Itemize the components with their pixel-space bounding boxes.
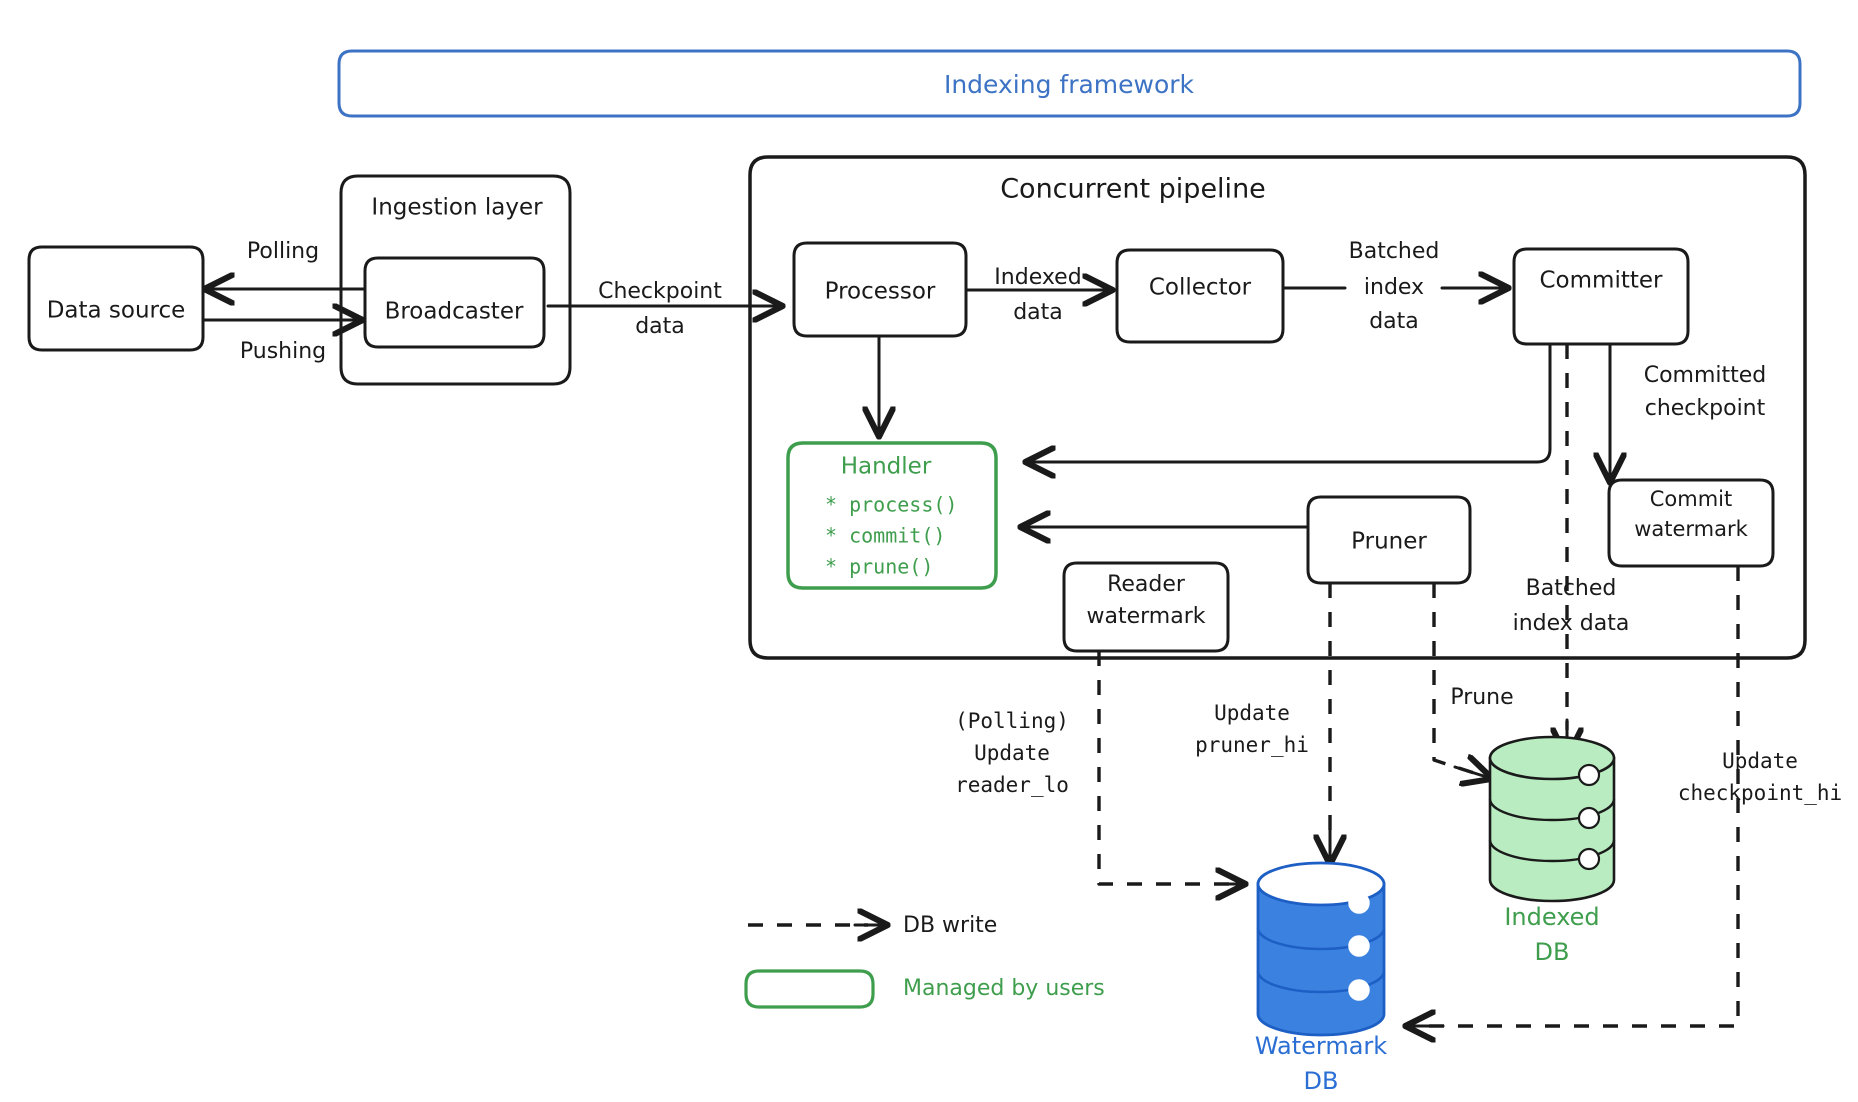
handler-title: Handler: [841, 454, 932, 480]
broadcaster-box[interactable]: Broadcaster: [363, 256, 546, 349]
handler-method-prune: * prune(): [825, 555, 933, 579]
indexed-db-label-1: Indexed: [1504, 903, 1599, 931]
edge-committer-to-handler: [1028, 342, 1552, 462]
edge-label-checkpoint-2: data: [635, 314, 685, 339]
edge-label-polling: Polling: [247, 239, 319, 264]
concurrent-pipeline-box: Concurrent pipeline: [748, 155, 1807, 660]
indexed-db-cylinder[interactable]: Indexed DB: [1488, 735, 1616, 966]
edge-committer-to-indexed-db: Batched index data: [1513, 344, 1630, 755]
edge-label-committed-2: checkpoint: [1645, 396, 1766, 421]
edge-label-pushing: Pushing: [240, 339, 326, 364]
edge-label-polling-update-3: reader_lo: [955, 773, 1069, 797]
edge-reader-watermark-to-db: (Polling) Update reader_lo: [955, 651, 1243, 884]
edge-label-prune: Prune: [1450, 685, 1513, 710]
edge-label-checkpoint-1: Checkpoint: [598, 279, 722, 304]
edge-pushing: Pushing: [201, 320, 360, 364]
edge-label-update-pruner-1: Update: [1214, 701, 1290, 725]
legend-managed-label: Managed by users: [903, 976, 1105, 1001]
edge-pruner-to-watermark-db: Update pruner_hi: [1195, 583, 1330, 862]
pruner-label: Pruner: [1351, 529, 1427, 555]
handler-method-commit: * commit(): [825, 524, 945, 548]
edge-label-indexed-1: Indexed: [994, 265, 1081, 290]
indexing-framework-box: Indexing framework: [337, 49, 1802, 118]
watermark-db-label-1: Watermark: [1255, 1032, 1387, 1060]
legend: DB write Managed by users: [744, 913, 1105, 1009]
indexed-db-label-2: DB: [1535, 938, 1570, 966]
edge-label-batched-1: Batched: [1349, 239, 1440, 264]
broadcaster-label: Broadcaster: [385, 299, 524, 325]
edge-polling: Polling: [207, 239, 367, 289]
watermark-db-cylinder[interactable]: Watermark DB: [1255, 861, 1387, 1095]
commit-watermark-label-2: watermark: [1634, 517, 1748, 541]
edge-label-update-checkpoint-2: checkpoint_hi: [1678, 781, 1842, 805]
edge-label-polling-update-2: Update: [974, 741, 1050, 765]
watermark-db-label-2: DB: [1304, 1067, 1339, 1095]
edge-checkpoint-data: Checkpoint data: [546, 279, 780, 339]
edge-committed-checkpoint: Committed checkpoint: [1610, 342, 1767, 480]
handler-box[interactable]: Handler * process() * commit() * prune(): [786, 441, 998, 590]
edge-label-indexed-2: data: [1013, 300, 1063, 325]
edge-label-batched2-1: Batched: [1526, 576, 1617, 601]
framework-title: Indexing framework: [944, 70, 1195, 99]
edge-batched-index-data: Batched index data: [1281, 239, 1506, 334]
ingestion-layer-box: Ingestion layer: [339, 174, 572, 386]
edge-label-committed-1: Committed: [1644, 363, 1767, 388]
edge-label-polling-update-1: (Polling): [955, 709, 1069, 733]
committer-box[interactable]: Committer: [1512, 247, 1690, 346]
edge-prune-to-indexed-db: Prune: [1432, 583, 1514, 778]
reader-watermark-box[interactable]: Reader watermark: [1062, 561, 1230, 653]
legend-db-write-label: DB write: [903, 913, 997, 938]
reader-watermark-label-1: Reader: [1107, 572, 1186, 597]
pruner-box[interactable]: Pruner: [1306, 495, 1472, 585]
edge-label-update-pruner-2: pruner_hi: [1195, 733, 1309, 757]
edge-indexed-data: Indexed data: [964, 265, 1110, 325]
ingestion-layer-title: Ingestion layer: [371, 195, 543, 221]
pipeline-title: Concurrent pipeline: [1000, 174, 1266, 205]
commit-watermark-label-1: Commit: [1650, 487, 1733, 511]
edge-label-batched-3: data: [1369, 309, 1419, 334]
edge-commit-watermark-to-db: Update checkpoint_hi: [1408, 566, 1842, 1026]
processor-label: Processor: [825, 279, 936, 305]
commit-watermark-box[interactable]: Commit watermark: [1607, 478, 1775, 568]
legend-db-write: DB write: [748, 913, 997, 938]
collector-box[interactable]: Collector: [1115, 248, 1285, 344]
edge-label-batched2-2: index data: [1513, 611, 1630, 636]
edge-label-batched-2: index: [1364, 275, 1424, 300]
committer-label: Committer: [1540, 268, 1664, 294]
collector-label: Collector: [1149, 275, 1252, 301]
data-source-box[interactable]: Data source: [27, 245, 205, 352]
processor-box[interactable]: Processor: [792, 241, 968, 338]
legend-managed-by-users: Managed by users: [744, 969, 1105, 1009]
data-source-label: Data source: [47, 298, 186, 324]
handler-method-process: * process(): [825, 493, 957, 517]
edge-label-update-checkpoint-1: Update: [1722, 749, 1798, 773]
reader-watermark-label-2: watermark: [1087, 604, 1206, 629]
